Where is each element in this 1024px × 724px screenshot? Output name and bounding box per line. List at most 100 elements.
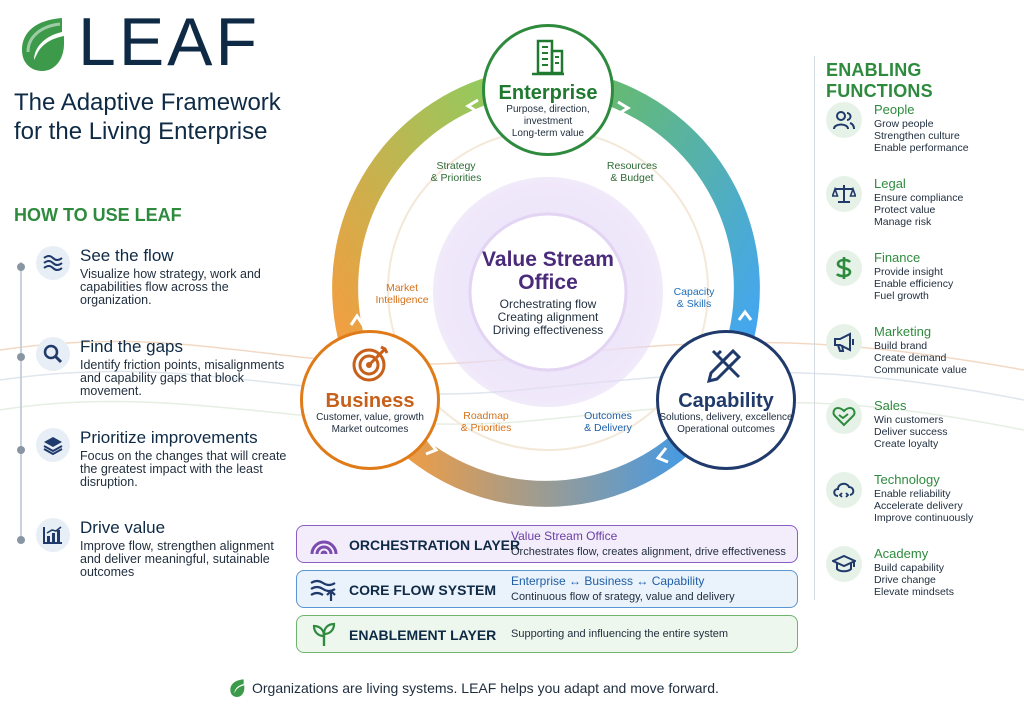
people-icon — [826, 102, 862, 138]
how-item-name: Prioritize improvements — [80, 428, 258, 447]
function-name: Legal — [874, 176, 906, 191]
how-to-use-timeline — [20, 262, 22, 542]
layer-name: ORCHESTRATION LAYER — [349, 537, 521, 553]
layer-line: Continuous flow of srategy, value and de… — [511, 591, 735, 603]
flow-label-roadmap: Roadmap & Priorities — [446, 410, 526, 434]
flow-label-capacity: Capacity & Skills — [654, 286, 734, 310]
function-lines: Enable reliability Accelerate delivery I… — [874, 488, 973, 524]
function-name: People — [874, 102, 915, 117]
orchestration-layer: ORCHESTRATION LAYER Value Stream Office … — [296, 525, 798, 563]
function-line: Manage risk — [874, 216, 932, 228]
function-name: Sales — [874, 398, 907, 413]
business-line: Customer, value, growth — [316, 412, 424, 423]
megaphone-icon — [826, 324, 862, 360]
timeline-dot — [17, 353, 25, 361]
flow-label-line: Roadmap — [463, 410, 509, 422]
leaf-small-icon — [230, 679, 245, 697]
flow-label-line: & Priorities — [460, 422, 512, 434]
waves-icon — [36, 246, 70, 280]
business-title: Business — [325, 390, 415, 412]
flow-label-line: Intelligence — [375, 294, 429, 306]
timeline-dot — [17, 446, 25, 454]
flow-label-line: & Delivery — [584, 422, 632, 434]
how-item-name: Drive value — [80, 518, 166, 537]
magnifier-icon — [36, 337, 70, 371]
enterprise-line: Long-term value — [511, 128, 585, 139]
center-line: Orchestrating flow — [499, 297, 597, 311]
how-item-desc: Improve flow, strengthen alignment and d… — [80, 539, 274, 579]
function-line: Ensure compliance — [874, 192, 964, 204]
function-lines: Build capability Drive change Elevate mi… — [874, 562, 954, 598]
how-to-use-title: HOW TO USE LEAF — [14, 205, 182, 225]
how-item-desc: Visualize how strategy, work and capabil… — [80, 267, 261, 307]
function-name: Academy — [874, 546, 929, 561]
growth-chart-icon — [36, 518, 70, 552]
enablement-layer: ENABLEMENT LAYER Supporting and influenc… — [296, 615, 798, 653]
flow-label-market: Market Intelligence — [362, 282, 442, 306]
function-line: Create demand — [874, 352, 947, 364]
graduation-cap-icon — [826, 546, 862, 582]
brand-name: LEAF — [78, 4, 261, 80]
function-name: Finance — [874, 250, 921, 265]
function-lines: Provide insight Enable efficiency Fuel g… — [874, 266, 953, 302]
layer-line: Value Stream Office — [511, 529, 618, 543]
center-title: Value Stream Office — [482, 248, 614, 294]
flow-label-line: & Budget — [610, 172, 654, 184]
brand-tagline: The Adaptive Framework for the Living En… — [14, 89, 281, 145]
business-node: Business Customer, value, growth Market … — [300, 330, 440, 470]
pencil-ruler-icon — [706, 348, 742, 384]
layer-name: CORE FLOW SYSTEM — [349, 582, 496, 598]
layer-line: Enterprise ↔ Business ↔ Capability — [511, 574, 705, 588]
function-lines: Grow people Strengthen culture Enable pe… — [874, 118, 969, 154]
layer-line: Supporting and influencing the entire sy… — [511, 628, 729, 640]
function-line: Build capability — [874, 562, 945, 574]
function-line: Drive change — [874, 574, 936, 586]
function-line: Enable efficiency — [874, 278, 954, 290]
function-line: Strengthen culture — [874, 130, 960, 142]
target-icon — [352, 345, 389, 382]
how-item-desc: Focus on the changes that will create th… — [80, 449, 287, 489]
function-lines: Win customers Deliver success Create loy… — [874, 414, 948, 450]
enterprise-node: Enterprise Purpose, direction, investmen… — [482, 24, 614, 156]
flow-label-outcomes: Outcomes & Delivery — [568, 410, 648, 434]
function-line: Elevate mindsets — [874, 586, 954, 598]
flow-label-line: Market — [385, 282, 419, 294]
function-line: Deliver success — [874, 426, 948, 438]
value-stream-office-center: Value Stream Office Orchestrating flow C… — [448, 248, 648, 337]
function-name: Marketing — [874, 324, 932, 339]
flow-label-line: Outcomes — [584, 410, 632, 422]
function-lines: Build brand Create demand Communicate va… — [874, 340, 967, 376]
business-line: Market outcomes — [331, 424, 409, 435]
flow-label-line: Resources — [606, 160, 658, 172]
function-line: Build brand — [874, 340, 928, 352]
layer-line: Orchestrates flow, creates alignment, dr… — [511, 546, 786, 558]
flow-label-line: & Skills — [676, 298, 712, 310]
capability-line: Solutions, delivery, excellence — [659, 412, 793, 423]
flow-label-resources: Resources & Budget — [592, 160, 672, 184]
enabling-functions-title: ENABLING FUNCTIONS — [826, 60, 933, 101]
center-line: Creating alignment — [497, 310, 599, 324]
how-item-name: Find the gaps — [80, 337, 184, 356]
function-line: Protect value — [874, 204, 936, 216]
core-flow-layer: CORE FLOW SYSTEM Enterprise ↔ Business ↔… — [296, 570, 798, 608]
layer-name: ENABLEMENT LAYER — [349, 627, 497, 643]
function-line: Communicate value — [874, 364, 967, 376]
function-line: Enable reliability — [874, 488, 951, 500]
capability-node: Capability Solutions, delivery, excellen… — [656, 330, 796, 470]
function-line: Create loyalty — [874, 438, 939, 450]
building-icon — [532, 39, 564, 76]
layers-icon — [36, 428, 70, 462]
cloud-code-icon — [826, 472, 862, 508]
flow-label-line: Strategy — [436, 160, 476, 172]
center-line: Driving effectiveness — [492, 323, 604, 337]
flow-waves-icon — [310, 579, 336, 601]
function-lines: Ensure compliance Protect value Manage r… — [874, 192, 963, 228]
leaf-logo-icon — [22, 18, 64, 71]
capability-title: Capability — [678, 390, 774, 412]
handshake-heart-icon — [826, 398, 862, 434]
function-line: Accelerate delivery — [874, 500, 963, 512]
rainbow-arcs-icon — [310, 540, 338, 555]
sprout-icon — [312, 622, 336, 646]
function-line: Fuel growth — [874, 290, 929, 302]
function-line: Improve continuously — [874, 512, 974, 524]
